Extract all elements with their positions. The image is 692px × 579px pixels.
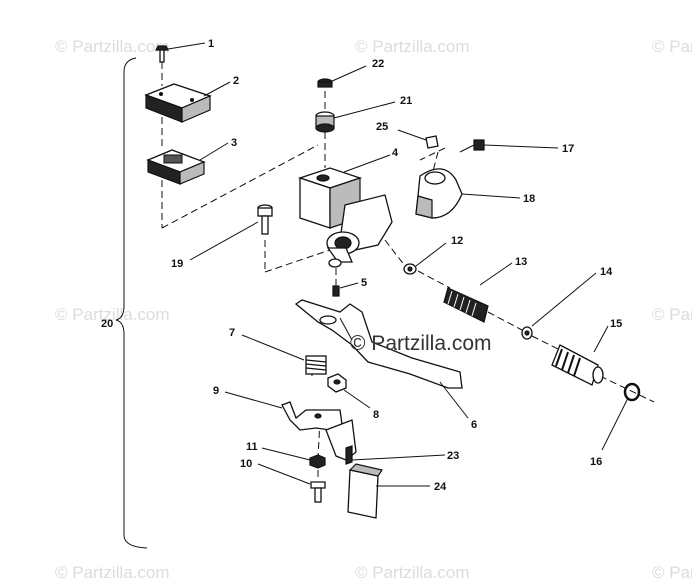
part-6-lever: [294, 299, 463, 389]
leader-lines: [167, 42, 629, 487]
callout-10: 10: [240, 458, 252, 470]
callout-14: 14: [600, 266, 613, 278]
watermark: © Partzilla.com: [355, 563, 470, 579]
callout-8: 8: [373, 409, 379, 421]
callout-3: 3: [231, 137, 237, 149]
callout-12: 12: [451, 235, 463, 247]
callout-17: 17: [562, 143, 574, 155]
part-9-bracket: [281, 401, 343, 431]
watermark: © Partzilla.com: [652, 563, 692, 579]
callout-labels: 1 2 3 4 5 6 7 8 9 10 11 12 13 14 15 16 1…: [101, 38, 622, 493]
part-19-bolt: [257, 204, 273, 235]
callout-9: 9: [213, 385, 219, 397]
callout-7: 7: [229, 327, 235, 339]
watermark-layer: © Partzilla.com © Partzilla.com © Partzi…: [55, 37, 692, 579]
assembly-lines: [161, 62, 655, 480]
part-12-washer: [403, 263, 417, 275]
callout-22: 22: [372, 58, 384, 70]
callout-24: 24: [434, 481, 447, 493]
callout-25: 25: [376, 121, 388, 133]
callout-18: 18: [523, 193, 535, 205]
part-3-diaphragm: [146, 149, 206, 185]
part-17-bolt: [459, 139, 485, 153]
part-25-pin: [425, 135, 439, 149]
callout-2: 2: [233, 75, 239, 87]
part-22-cap: [317, 78, 333, 88]
watermark: © Partzilla.com: [55, 563, 170, 579]
part-16-ring: [623, 382, 641, 402]
part-14-washer: [521, 326, 533, 340]
part-10-screw: [310, 481, 326, 503]
callout-16: 16: [590, 456, 602, 468]
callout-13: 13: [515, 256, 527, 268]
callout-11: 11: [246, 441, 258, 453]
watermark: © Partzilla.com: [652, 305, 692, 324]
callout-19: 19: [171, 258, 183, 270]
part-15-piston: [551, 344, 604, 386]
watermark: © Partzilla.com: [355, 37, 470, 56]
watermark-main: © Partzilla.com: [350, 332, 492, 355]
part-13-boot: [443, 287, 489, 323]
part-7-spring: [305, 355, 327, 375]
callout-23: 23: [447, 450, 459, 462]
part-4-master-cylinder: [297, 167, 393, 268]
part-23-switch: [325, 419, 357, 465]
assembly-bracket: [115, 57, 148, 549]
watermark: © Partzilla.com: [55, 305, 170, 324]
part-24-switch: [347, 463, 383, 519]
part-8-nut: [327, 373, 347, 393]
callout-1: 1: [208, 38, 214, 50]
callout-6: 6: [471, 419, 477, 431]
callout-4: 4: [392, 147, 399, 159]
part-21-seal: [315, 111, 335, 133]
part-2-cover: [144, 83, 212, 123]
part-5-pin: [332, 285, 340, 297]
callout-20: 20: [101, 318, 113, 330]
callout-15: 15: [610, 318, 622, 330]
part-18-clamp: [415, 168, 463, 219]
watermark: © Partzilla.com: [55, 37, 170, 56]
callout-5: 5: [361, 277, 367, 289]
part-11-nut: [309, 454, 326, 469]
callout-21: 21: [400, 95, 412, 107]
part-1-screw: [155, 45, 169, 63]
watermark: © Partzilla.com: [652, 37, 692, 56]
